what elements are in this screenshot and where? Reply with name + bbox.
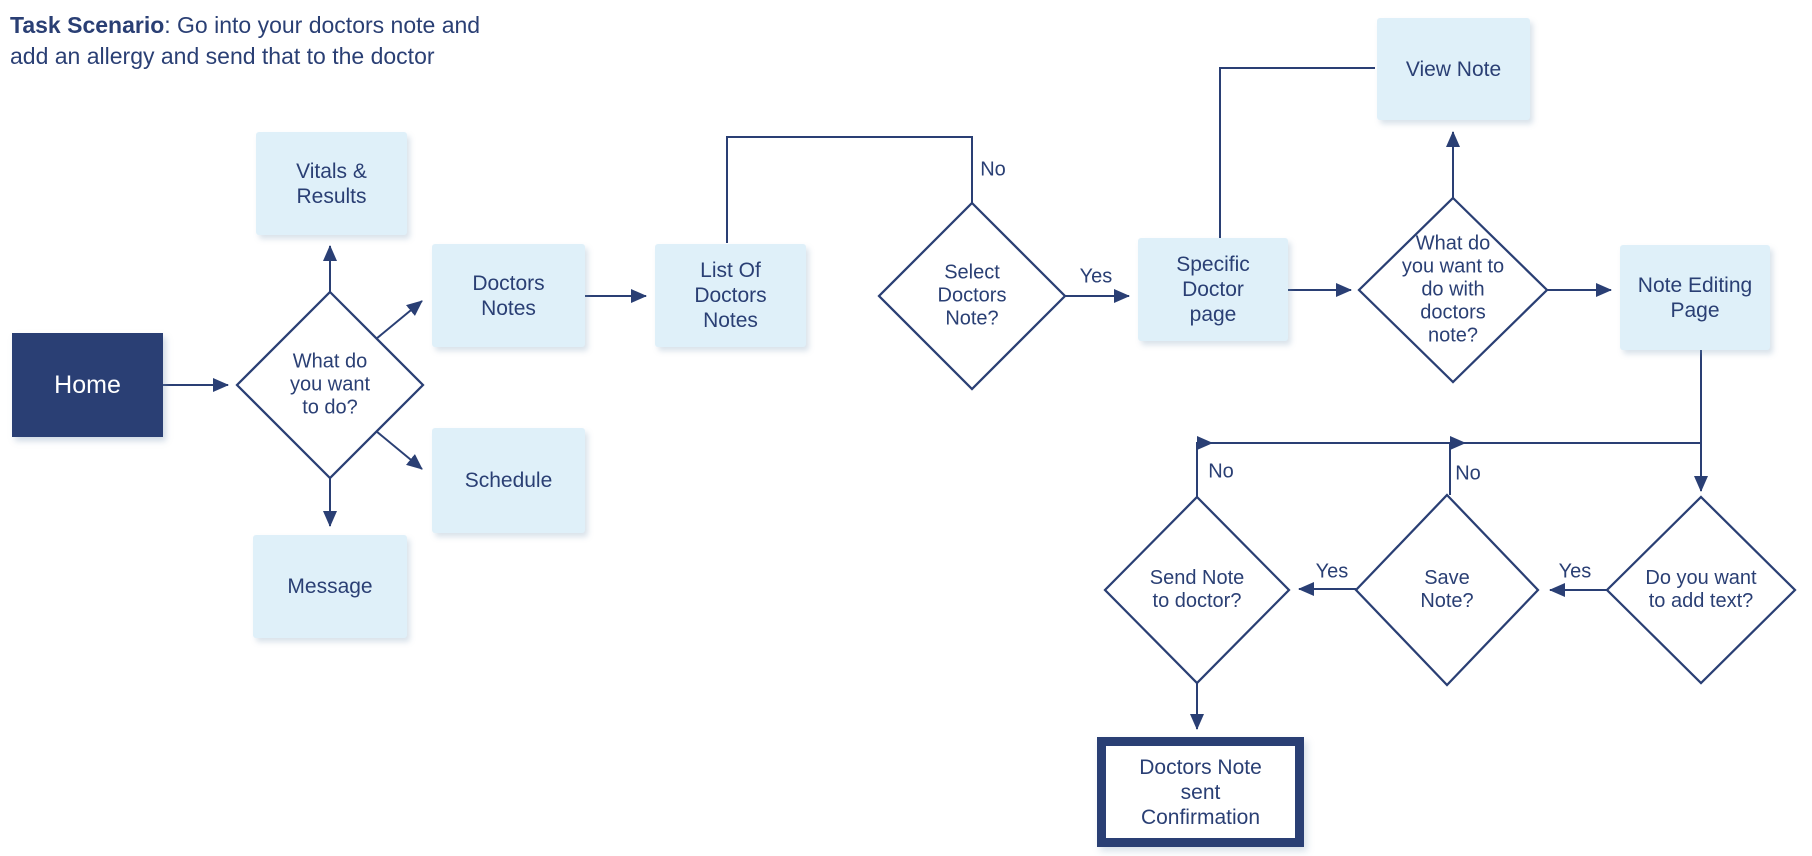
node-confirmation: Doctors Note sent Confirmation	[1097, 737, 1304, 847]
node-doctors-notes: Doctors Notes	[432, 244, 585, 347]
decision-what-to-do-shape	[235, 290, 425, 480]
edge-label-yes-save-to-send: Yes	[1315, 560, 1349, 583]
edge-whattodo-to-doctors-notes	[375, 300, 423, 340]
task-scenario-text: : Go into your doctors note and add an a…	[10, 12, 481, 69]
task-scenario-title: Task Scenario: Go into your doctors note…	[10, 10, 570, 72]
task-scenario-label: Task Scenario	[10, 12, 165, 38]
node-view-note: View Note	[1377, 18, 1530, 120]
decision-save-note-shape	[1354, 493, 1540, 687]
node-home: Home	[12, 333, 163, 437]
edge-label-yes-addtext-to-save: Yes	[1558, 560, 1592, 583]
node-specific-doctor-page: Specific Doctor page	[1138, 238, 1288, 341]
edge-select-no-loop	[726, 136, 973, 243]
decision-send-note-label: Send Note to doctor?	[1149, 567, 1245, 612]
node-list-of-doctors-notes: List Of Doctors Notes	[655, 244, 806, 347]
decision-save-note-label: Save Note?	[1420, 567, 1474, 612]
decision-select-note-shape	[877, 201, 1067, 391]
decision-what-with-note-label: What do you want to do with doctors note…	[1401, 232, 1505, 347]
decision-add-text-label: Do you want to add text?	[1645, 567, 1757, 612]
decision-select-note-label: Select Doctors Note?	[937, 261, 1007, 330]
edge-label-no-save: No	[1455, 462, 1481, 485]
edge-label-no-send: No	[1208, 460, 1234, 483]
decision-what-to-do-label: What do you want to do?	[289, 350, 371, 419]
edge-label-no-select: No	[980, 158, 1006, 181]
node-note-editing-page: Note Editing Page	[1620, 245, 1770, 350]
node-message: Message	[253, 535, 407, 638]
node-schedule: Schedule	[432, 428, 585, 533]
node-vitals-results: Vitals & Results	[256, 132, 407, 235]
edge-specific-to-view-note	[1219, 67, 1375, 238]
edge-whattodo-to-schedule	[375, 430, 423, 470]
decision-add-text-shape	[1605, 495, 1797, 685]
edge-label-yes-select: Yes	[1079, 265, 1113, 288]
decision-send-note-shape	[1103, 495, 1291, 685]
decision-what-with-note-shape	[1357, 196, 1549, 384]
